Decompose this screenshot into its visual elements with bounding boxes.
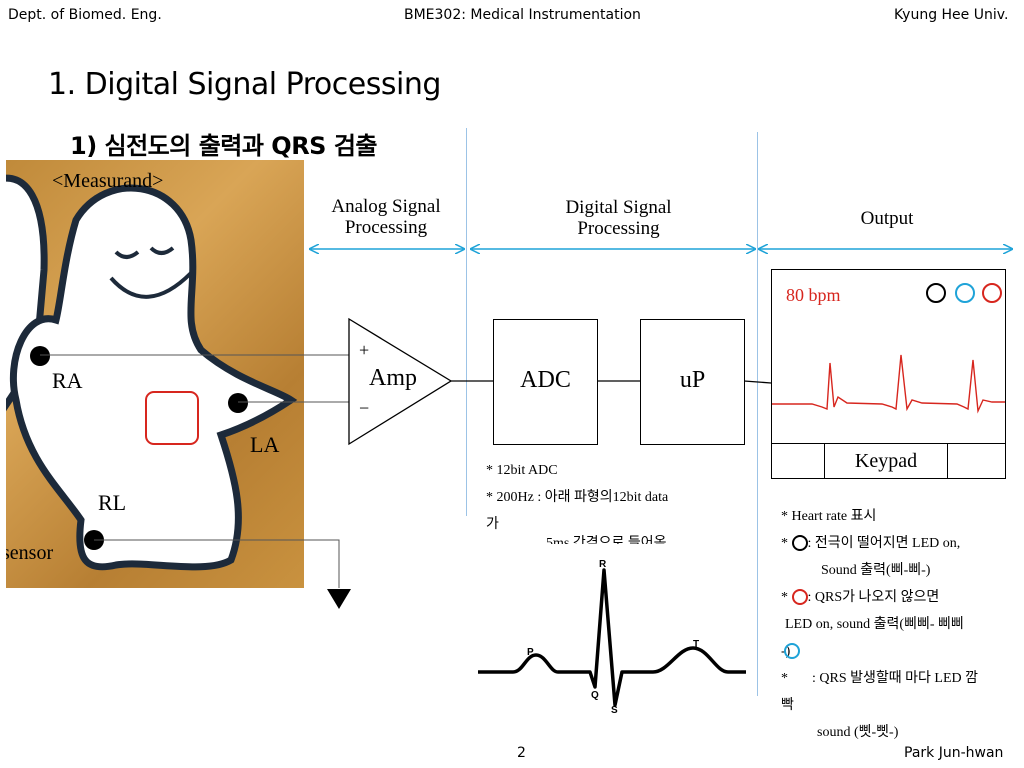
- amp-minus: −: [359, 398, 370, 418]
- output-note-1: * Heart rate 표시: [781, 509, 877, 524]
- section-digital: Digital Signal Processing: [536, 197, 701, 239]
- divider-analog-digital: [466, 128, 467, 516]
- wave-label-t: T: [693, 639, 699, 650]
- header-dept: Dept. of Biomed. Eng.: [8, 7, 162, 23]
- output-note-4-bullet: *: [781, 590, 792, 605]
- adc-note-4: 5ms 간격으로 들어옴: [546, 536, 667, 544]
- output-note-8: 빡: [781, 698, 794, 713]
- output-note-4: : QRS가 나오지 않으면: [807, 590, 940, 605]
- up-block: uP: [640, 319, 745, 445]
- output-note-5: LED on, sound 출력(삐삐- 삐삐: [785, 617, 964, 632]
- monitor-ecg-trace: [772, 354, 1005, 414]
- output-note-2: : 전극이 떨어지면 LED on,: [807, 536, 961, 551]
- keypad-row: Keypad: [772, 443, 1005, 478]
- output-monitor: 80 bpm Keypad: [771, 269, 1006, 479]
- amp-label: Amp: [369, 365, 417, 391]
- section-digital-line2: Processing: [577, 218, 660, 239]
- sensor-label: sensor: [6, 542, 54, 564]
- divider-digital-output: [757, 132, 758, 696]
- blue-circle-icon: [784, 643, 801, 659]
- led-no-qrs-icon: [982, 283, 1002, 303]
- up-label: uP: [679, 367, 706, 393]
- page-number: 2: [517, 745, 526, 761]
- adc-notes: * 12bit ADC * 200Hz : 아래 파형의12bit data 가…: [486, 457, 748, 544]
- output-notes: * Heart rate 표시 * : 전극이 떨어지면 LED on, Sou…: [781, 503, 1021, 746]
- author: Park Jun-hwan: [904, 745, 1004, 761]
- ecg-waveform: P Q R S T: [478, 559, 746, 716]
- red-circle-icon: [791, 589, 808, 605]
- output-note-7: : QRS 발생할때 마다 LED 깜: [812, 671, 978, 686]
- slide-title: 1. Digital Signal Processing: [48, 67, 441, 102]
- output-note-3: Sound 출력(삐-삐-): [821, 563, 931, 578]
- section-output: Output: [860, 208, 914, 229]
- wave-label-r: R: [599, 559, 607, 570]
- keypad-button[interactable]: Keypad: [854, 450, 918, 472]
- output-note-7-bullet: *: [781, 671, 788, 686]
- wave-label-s: S: [611, 705, 618, 716]
- led-qrs-blink-icon: [955, 283, 975, 303]
- led-electrode-icon: [926, 283, 946, 303]
- slide-subtitle: 1) 심전도의 출력과 QRS 검출: [70, 132, 377, 160]
- adc-note-3: 가: [486, 517, 499, 532]
- wave-label-p: P: [527, 647, 534, 658]
- output-note-9: sound (삣-삣-): [817, 725, 899, 740]
- section-analog-line1: Analog Signal: [331, 196, 441, 217]
- section-analog-line2: Processing: [344, 217, 428, 238]
- adc-note-1: * 12bit ADC: [486, 463, 558, 478]
- rl-label: RL: [98, 490, 127, 515]
- output-note-2-bullet: *: [781, 536, 792, 551]
- paper-doll-figure: [6, 174, 298, 571]
- black-circle-icon: [791, 535, 808, 551]
- adc-block: ADC: [493, 319, 598, 445]
- header-course: BME302: Medical Instrumentation: [404, 7, 641, 23]
- adc-note-2: * 200Hz : 아래 파형의12bit data: [486, 490, 669, 505]
- adc-label: ADC: [520, 367, 571, 393]
- section-digital-line1: Digital Signal: [565, 197, 672, 218]
- la-label: LA: [250, 432, 280, 457]
- measurand-photo: <Measurand> RA LA RL sensor: [6, 160, 304, 588]
- measurand-label: <Measurand>: [52, 170, 164, 192]
- heart-rate-display: 80 bpm: [786, 285, 841, 305]
- amp-plus: +: [359, 340, 370, 360]
- header-university: Kyung Hee Univ.: [894, 7, 1009, 23]
- section-analog: Analog Signal Processing: [306, 196, 466, 238]
- wave-label-q: Q: [591, 690, 599, 701]
- ra-label: RA: [52, 368, 83, 393]
